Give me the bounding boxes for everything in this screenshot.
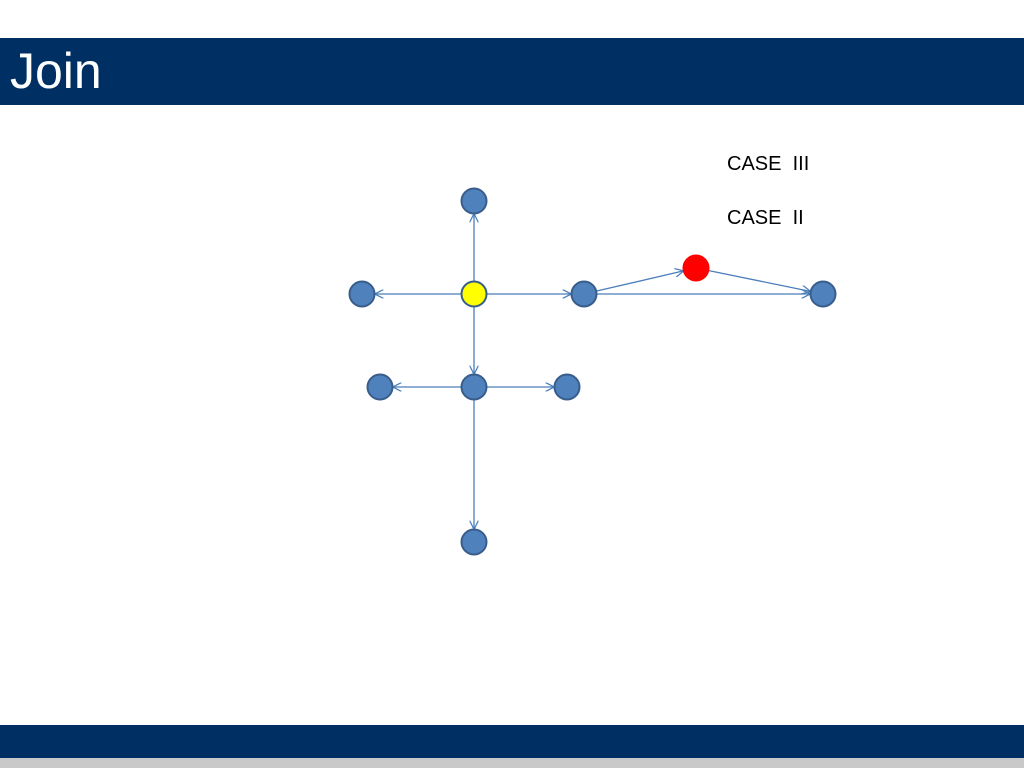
node-right1 xyxy=(570,280,598,308)
node-center xyxy=(460,280,488,308)
footer-bar xyxy=(0,725,1024,758)
node-mid xyxy=(460,373,488,401)
slide-title: Join xyxy=(10,43,102,99)
case-ii-label: CASE II xyxy=(727,207,804,229)
node-top xyxy=(460,187,488,215)
node-join xyxy=(682,254,710,282)
footer-strip xyxy=(0,758,1024,768)
edge-join-to-right2 xyxy=(708,269,810,292)
case-iii-label: CASE III xyxy=(727,153,810,175)
graph-nodes xyxy=(348,187,837,556)
node-mid-left xyxy=(366,373,394,401)
node-left xyxy=(348,280,376,308)
title-bar: Join xyxy=(0,38,1024,105)
node-mid-right xyxy=(553,373,581,401)
node-bottom xyxy=(460,528,488,556)
node-right2 xyxy=(809,280,837,308)
graph-edges xyxy=(376,215,810,529)
edge-right1-to-join xyxy=(596,271,683,292)
